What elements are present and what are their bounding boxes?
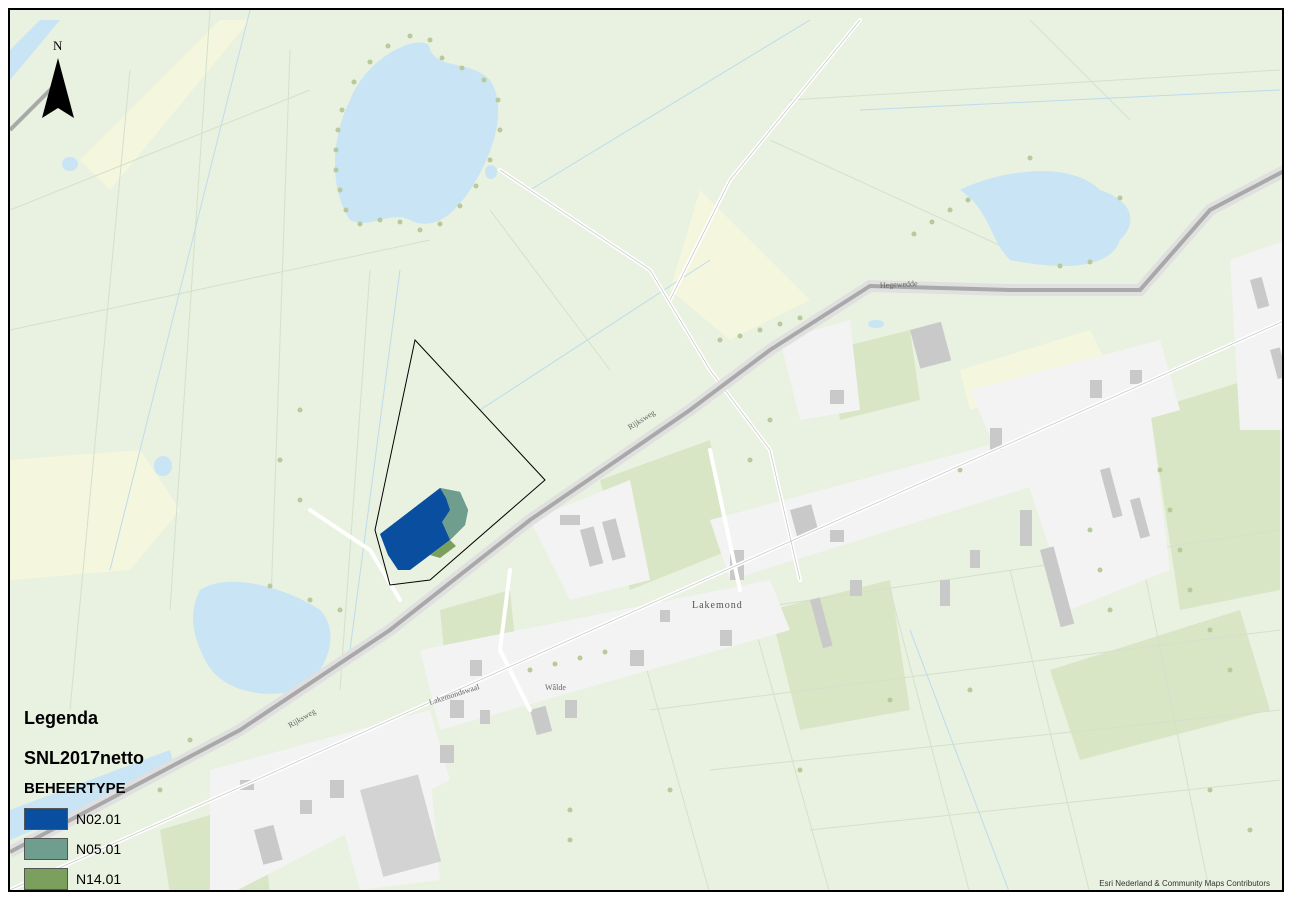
attribution-text: Esri Nederland & Community Maps Contribu…: [1099, 879, 1270, 888]
street-label-walde: Wâlde: [545, 683, 566, 692]
field-patch: [770, 580, 910, 730]
field-patch: [1050, 610, 1270, 760]
pond: [868, 320, 884, 328]
map-frame[interactable]: Lakemond Rijksweg Rijksweg Lakemondswaal…: [8, 8, 1284, 892]
snl-n05-01-polygon[interactable]: [440, 488, 468, 540]
ditch-lines: [109, 10, 1281, 890]
legend-swatch: [24, 868, 68, 890]
north-arrow-icon: [42, 58, 74, 118]
legend-item-n05-01: N05.01: [24, 838, 204, 860]
legend-layer-name: SNL2017netto: [24, 748, 145, 768]
river-northwest: [10, 20, 60, 80]
legend-field-name: BEHEERTYPE: [24, 780, 126, 797]
legend-item-label: N02.01: [76, 811, 122, 827]
legend: Legenda SNL2017netto BEHEERTYPE N02.01 N…: [24, 708, 224, 890]
north-arrow: N: [40, 38, 80, 118]
lake-southwest: [193, 581, 331, 694]
field-patch: [10, 450, 180, 580]
legend-item-label: N05.01: [76, 841, 122, 857]
legend-item-label: N14.01: [76, 871, 122, 887]
water: [10, 20, 1131, 840]
legend-item-n02-01: N02.01: [24, 808, 204, 830]
lake-east: [960, 171, 1131, 266]
tree-dots: [157, 33, 1253, 843]
built-area: [210, 241, 1282, 890]
road-label-hegewedde: Hegewedde: [880, 279, 919, 290]
place-label-lakemond: Lakemond: [692, 600, 743, 611]
snl-n14-01-polygon[interactable]: [430, 540, 456, 558]
legend-swatch: [24, 838, 68, 860]
pond: [154, 456, 172, 476]
north-label: N: [53, 38, 63, 53]
buildings: [240, 276, 1282, 877]
legend-title: Legenda: [24, 708, 99, 728]
snl-n02-01-polygon[interactable]: [380, 488, 468, 570]
pond: [485, 165, 497, 179]
lake-north: [335, 42, 499, 224]
legend-item-n14-01: N14.01: [24, 868, 204, 890]
study-area-outline[interactable]: [374, 338, 546, 586]
highway-rijksweg-line: [10, 169, 1282, 854]
pond: [62, 157, 78, 171]
legend-swatch: [24, 808, 68, 830]
basemap[interactable]: Lakemond Rijksweg Rijksweg Lakemondswaal…: [10, 10, 1284, 892]
minor-road-casing: [10, 19, 1282, 890]
